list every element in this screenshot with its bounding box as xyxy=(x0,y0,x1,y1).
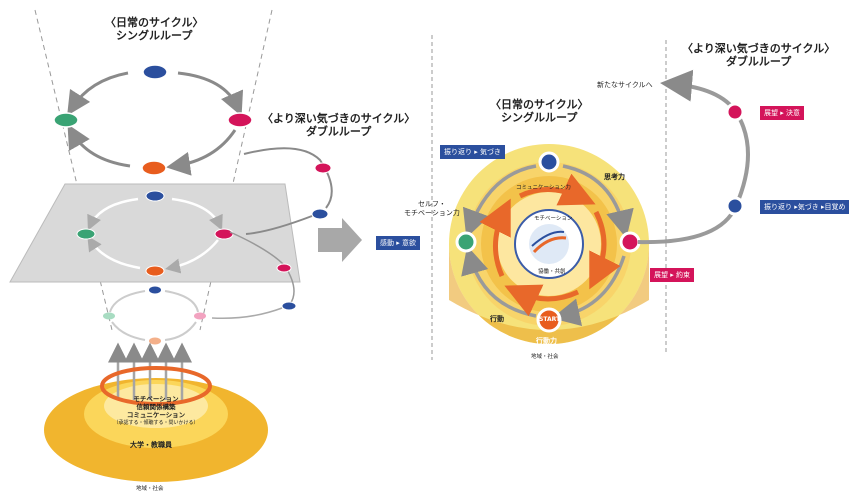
transition-arrow xyxy=(318,218,362,262)
base-orange-ring xyxy=(100,366,212,406)
tag-vision-decide: 展望 ▸ 決意 xyxy=(760,106,804,120)
label-thinking: 思考力 xyxy=(604,173,625,181)
label-self-motivation: セルフ・ モチベーション力 xyxy=(404,200,460,217)
new-cycle-label: 新たなサイクルへ xyxy=(597,81,653,89)
top-double-loop xyxy=(243,147,333,209)
right-nodes xyxy=(455,151,641,333)
tag-vision-promise: 展望 ▸ 約束 xyxy=(650,268,694,282)
emblem-text: モチベーション xyxy=(534,216,573,222)
tag-emotion: 感動 ▸ 意欲 xyxy=(376,236,420,250)
base-community: 地域・社会 xyxy=(136,486,164,492)
start-label: START xyxy=(539,316,561,323)
right-double-loop-title: 〈より深い気づきのサイクル〉 ダブルループ xyxy=(682,42,836,68)
label-action: 行動 xyxy=(490,315,504,323)
emblem-bottom: 協働・共創 xyxy=(538,269,566,275)
right-single-loop-title: 〈日常のサイクル〉 シングルループ xyxy=(490,98,589,124)
mid-single-loop xyxy=(87,197,223,274)
label-action-power: 行動力 xyxy=(536,337,557,345)
tag-reflect: 振り返り ▸ 気づき xyxy=(440,145,505,159)
single-loop-plane xyxy=(9,183,301,283)
left-single-loop-title: 〈日常のサイクル〉 シングルループ xyxy=(105,16,204,42)
top-loop-nodes xyxy=(53,64,253,176)
right-double-loop xyxy=(637,69,750,245)
mid-loop-nodes xyxy=(76,190,234,277)
left-double-loop-title: 〈より深い気づきのサイクル〉 ダブルループ xyxy=(262,112,416,138)
base-text: モチベーション 信頼関係構築 コミュニケーション （承認する・傾聴する・問いかけ… xyxy=(113,395,199,426)
top-single-loop xyxy=(67,71,244,176)
right-orange-cycle xyxy=(479,173,621,317)
label-communication: コミュニケーション力 xyxy=(516,185,571,191)
tag-reflect-awaken: 振り返り ▸気づき ▸目覚め xyxy=(760,200,850,214)
base-ellipses xyxy=(44,378,268,482)
base-university: 大学・教職員 xyxy=(130,441,172,449)
center-emblem xyxy=(514,209,584,279)
right-community: 地域・社会 xyxy=(531,354,559,360)
low-single-loop xyxy=(109,290,199,341)
